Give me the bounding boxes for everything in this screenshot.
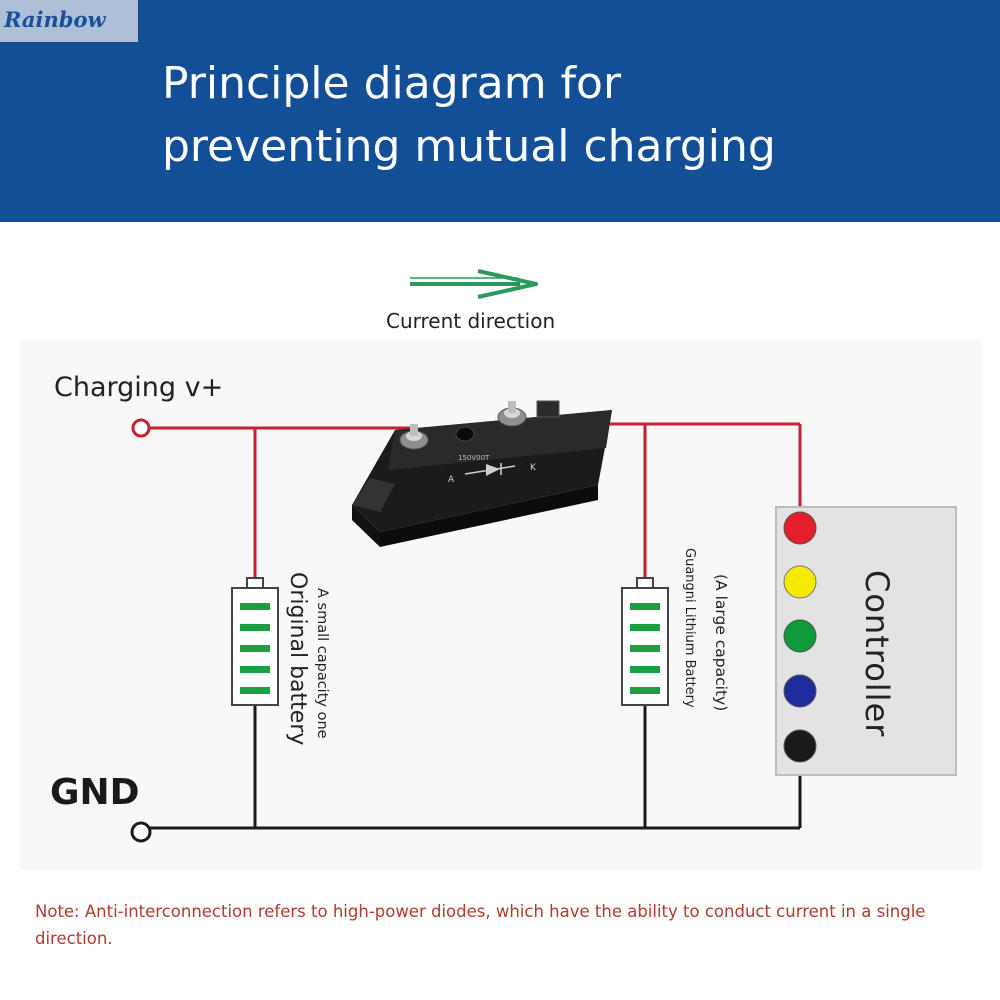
svg-text:K: K [530, 463, 537, 473]
diode-module: A K 150V00T [352, 400, 612, 547]
small-battery-description: A small capacity one [314, 588, 330, 739]
charging-label: Charging v+ [54, 372, 224, 403]
controller-terminal-blue [783, 674, 817, 708]
large-battery-name: (A large capacity) [712, 574, 730, 712]
ground-wires [150, 706, 802, 830]
controller-terminal-red [783, 511, 817, 545]
positive-wires [150, 422, 802, 580]
controller-terminal-yellow [783, 565, 817, 599]
large-battery [621, 577, 669, 706]
current-direction-label: Current direction [386, 309, 556, 333]
footnote: Note: Anti-interconnection refers to hig… [35, 902, 926, 948]
current-direction-arrow [410, 269, 538, 299]
controller-label: Controller [858, 570, 896, 738]
svg-text:A: A [448, 475, 455, 485]
gnd-label: GND [50, 772, 140, 813]
charging-terminal [131, 418, 151, 438]
small-battery [231, 577, 279, 706]
header-banner: Rainbow Principle diagram for preventing… [0, 0, 1000, 222]
controller-box [775, 506, 957, 776]
large-battery-description: Guangni Lithium Battery [682, 548, 697, 708]
page-title: Principle diagram for preventing mutual … [162, 58, 776, 172]
controller-terminal-green [783, 619, 817, 653]
gnd-terminal [130, 821, 152, 843]
svg-text:150V00T: 150V00T [458, 454, 490, 462]
controller-terminal-black [783, 729, 817, 763]
small-battery-name: Original battery [285, 572, 310, 746]
brand-logo: Rainbow [0, 0, 138, 42]
